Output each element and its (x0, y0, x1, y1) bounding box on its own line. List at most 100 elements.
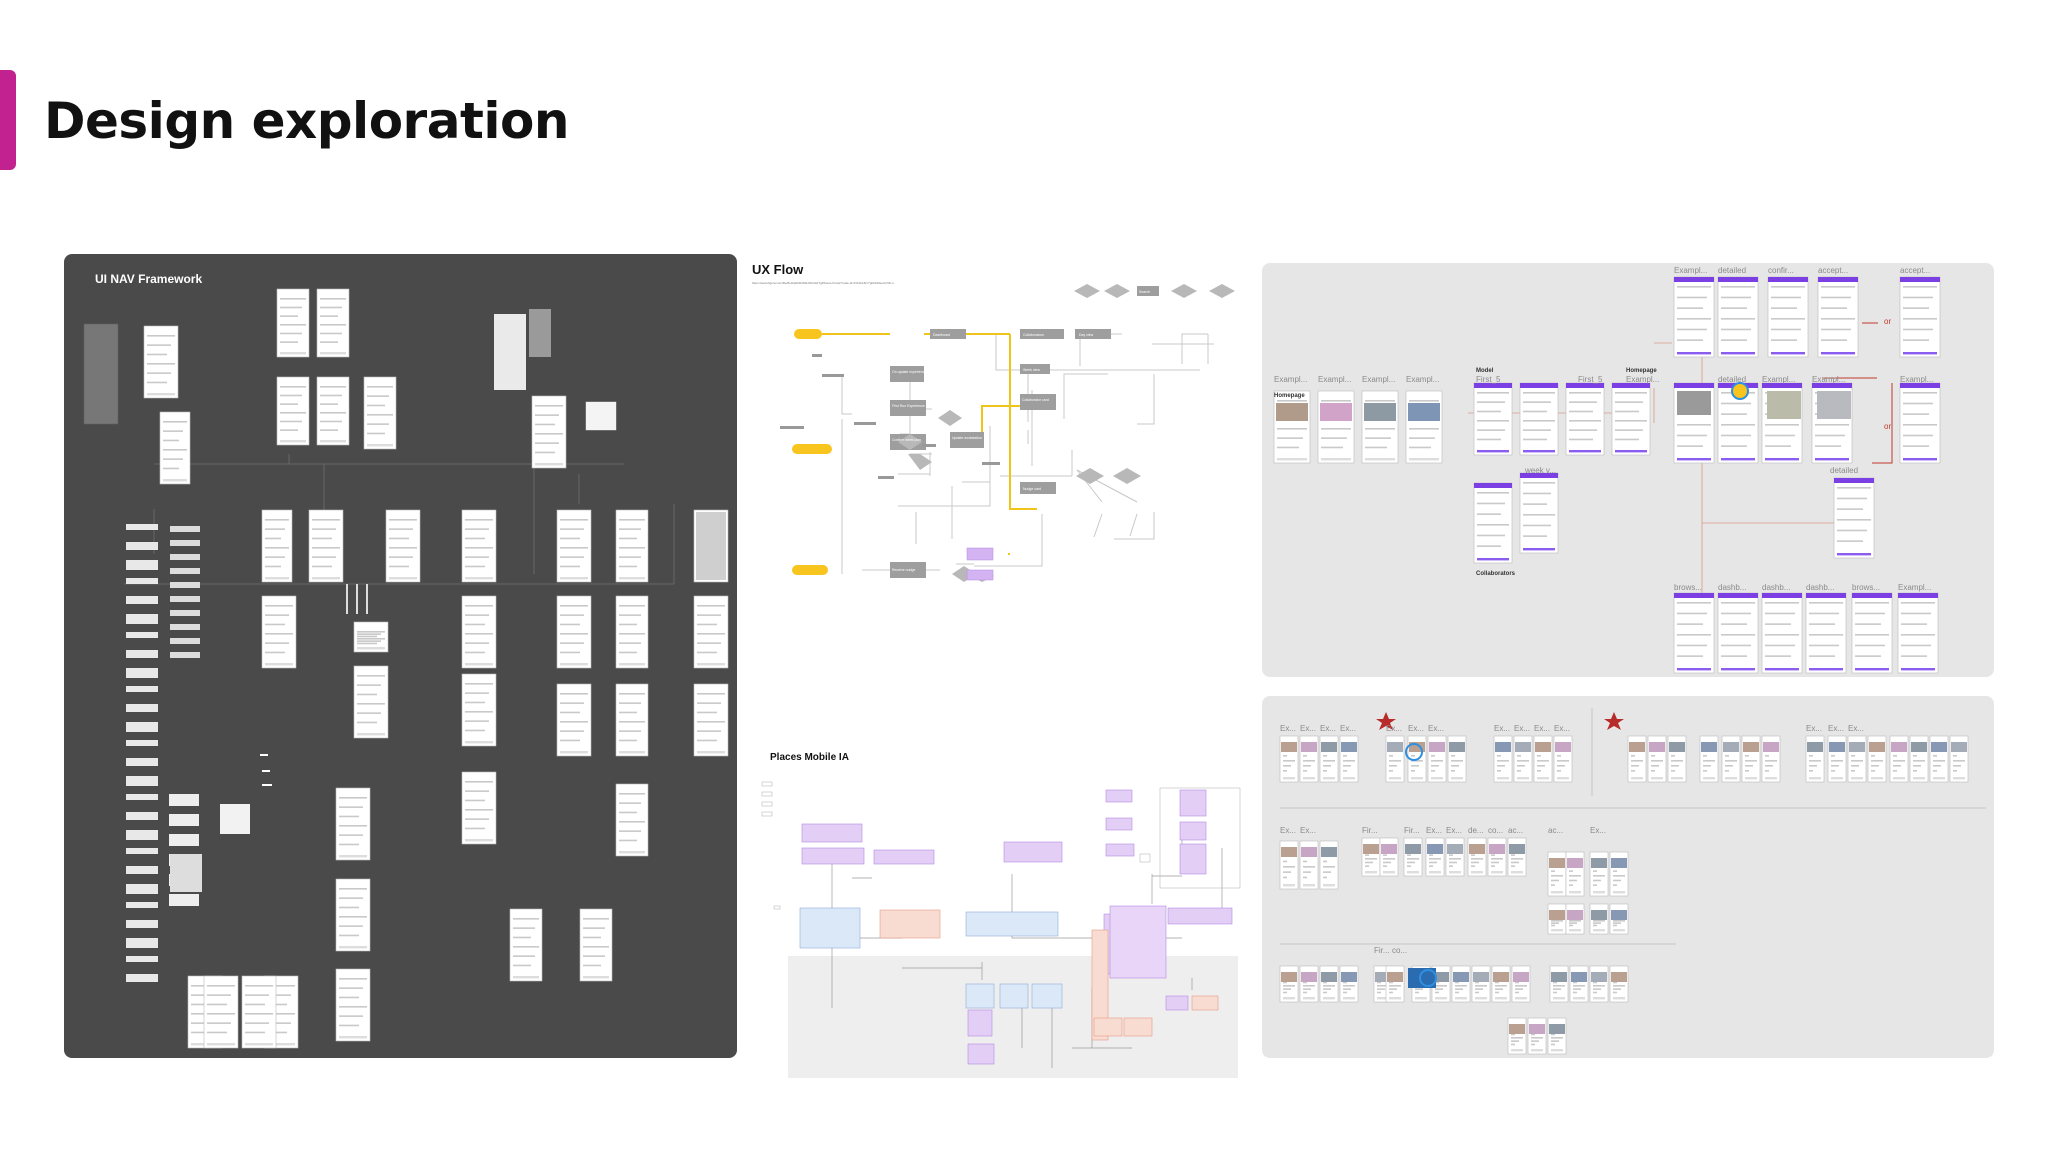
proto-or-label-1: or (1884, 317, 1891, 326)
phone-screen (1446, 838, 1464, 876)
proto-screen-label: Exampl... (1274, 375, 1307, 384)
flow-label-collaborator-card: Collaborator card (1022, 398, 1049, 402)
proto-screen (1674, 593, 1714, 673)
phone-screen (1300, 966, 1318, 1002)
phone-screen (1566, 383, 1604, 455)
phone-screen (1570, 966, 1588, 1002)
proto-screen (1762, 593, 1802, 673)
variant-label: de... (1468, 826, 1484, 835)
nav-wireframe-screen (262, 596, 296, 668)
proto-model-label: Model (1476, 368, 1493, 374)
variant-label: Ex... (1428, 724, 1444, 733)
phone-screen (1320, 966, 1338, 1002)
nav-wireframe-screen (462, 510, 496, 582)
page-title: Design exploration (44, 92, 569, 150)
nav-wireframe-screen (694, 684, 728, 756)
variant-label: co... (1392, 946, 1407, 955)
flow-label-receive-nudge: Receive nudge (892, 568, 915, 572)
phone-screen (1340, 966, 1358, 1002)
phone-screen (1834, 478, 1874, 558)
proto-screen-label: Exampl... (1762, 375, 1795, 384)
ui-nav-framework-board[interactable]: UI NAV Framework (64, 254, 737, 1058)
phone-screen (1520, 473, 1558, 553)
proto-screen-label: dashb... (1806, 583, 1834, 592)
proto-collaborators-screen (1474, 483, 1512, 563)
favorite-star-icon (1604, 712, 1624, 730)
proto-homepage-screen (1406, 391, 1442, 463)
nav-wireframe-screen (694, 596, 728, 668)
proto-homepage-screen (1362, 391, 1398, 463)
flow-label-search: Search (1139, 290, 1150, 294)
phone-screen (1404, 838, 1422, 876)
nav-wireframe-screen (616, 684, 648, 756)
phone-screen (1612, 383, 1650, 455)
phone-screen (1492, 966, 1510, 1002)
nav-wireframe-screen (462, 596, 496, 668)
nav-wireframe-screen (462, 674, 496, 746)
prototype-flow-board[interactable]: Homepage Model First_5 Homepage Collabor… (1262, 263, 1994, 677)
nav-wireframe-screen (616, 784, 648, 856)
flow-notification-node (792, 444, 832, 454)
phone-screen (1468, 838, 1486, 876)
flow-label-nudge-card: Nudge card (1023, 487, 1041, 491)
proto-screen (1718, 593, 1758, 673)
nav-wireframe-screen (616, 596, 648, 668)
screens-board[interactable]: Ex... Ex... Ex... Ex... Ex... Ex... Ex... Ex...… (1262, 696, 1994, 1058)
nav-wireframe-screen (462, 772, 496, 844)
nav-wireframe-screen (336, 879, 370, 951)
proto-homepage-screen (1318, 391, 1354, 463)
phone-screen (1610, 966, 1628, 1002)
phone-screen (1512, 966, 1530, 1002)
variant-label: Ex... (1554, 724, 1570, 733)
proto-screen (1900, 277, 1940, 357)
phone-screen (1472, 966, 1490, 1002)
nav-wireframe-screen (557, 596, 591, 668)
flow-label-confirm-week: Confirm week plan (892, 438, 921, 442)
phone-screen (1362, 838, 1380, 876)
nav-wireframe-screen (386, 510, 420, 582)
variant-label: Ex... (1386, 724, 1402, 733)
proto-detailed-label: detailed (1830, 466, 1858, 475)
variant-label: Ex... (1320, 724, 1336, 733)
proto-screen (1806, 593, 1846, 673)
phone-screen (1508, 1018, 1526, 1054)
phone-screen (1386, 966, 1404, 1002)
variant-label: Ex... (1446, 826, 1462, 835)
flow-label-update-workstation: Update workstation (952, 436, 982, 440)
proto-screen-label: Exampl... (1362, 375, 1395, 384)
variant-label: Ex... (1280, 724, 1296, 733)
proto-screen-label: detailed (1718, 375, 1746, 384)
flow-label-week-view: Week view (1023, 368, 1040, 372)
proto-first5-label: First_5 (1476, 375, 1500, 384)
nav-wireframe-screen (580, 909, 612, 981)
proto-week-label: week v... (1525, 466, 1556, 475)
proto-homepage-2-label: Homepage (1626, 368, 1657, 374)
proto-screen-label: accept... (1900, 266, 1930, 275)
accent-bar (0, 70, 16, 170)
proto-screen-label: Exampl... (1900, 375, 1933, 384)
flow-node-collaborator-card (1020, 394, 1056, 410)
ia-diagram (752, 748, 1242, 1078)
variant-label: Fir... (1374, 946, 1390, 955)
ux-flow-board[interactable]: UX Flow https://www.figma.com/file/8nHtp… (742, 254, 1242, 730)
nav-wireframe-screen (510, 909, 542, 981)
nav-wireframe-screen (364, 377, 396, 449)
variant-label: Ex... (1300, 724, 1316, 733)
proto-screen-label: Exampl... (1812, 375, 1845, 384)
proto-homepage-screen (1274, 391, 1310, 463)
nav-wireframe-screen (204, 976, 238, 1048)
variant-label: Ex... (1426, 826, 1442, 835)
phone-screen (1590, 966, 1608, 1002)
flow-label-collaborators: Collaborators (1023, 333, 1044, 337)
flow-node-first-run (890, 400, 926, 416)
proto-screen-label: accept... (1818, 266, 1848, 275)
nav-wireframe-screen (144, 326, 178, 398)
proto-screen (1674, 277, 1714, 357)
proto-screen-label: Exampl... (1406, 375, 1439, 384)
nav-wireframe-screen (262, 510, 292, 582)
variant-label: Ex... (1828, 724, 1844, 733)
phone-screen (1548, 1018, 1566, 1054)
places-mobile-ia-board[interactable]: Places Mobile IA (752, 748, 1242, 1078)
variant-label: Ex... (1848, 724, 1864, 733)
flow-start-node (794, 329, 822, 339)
